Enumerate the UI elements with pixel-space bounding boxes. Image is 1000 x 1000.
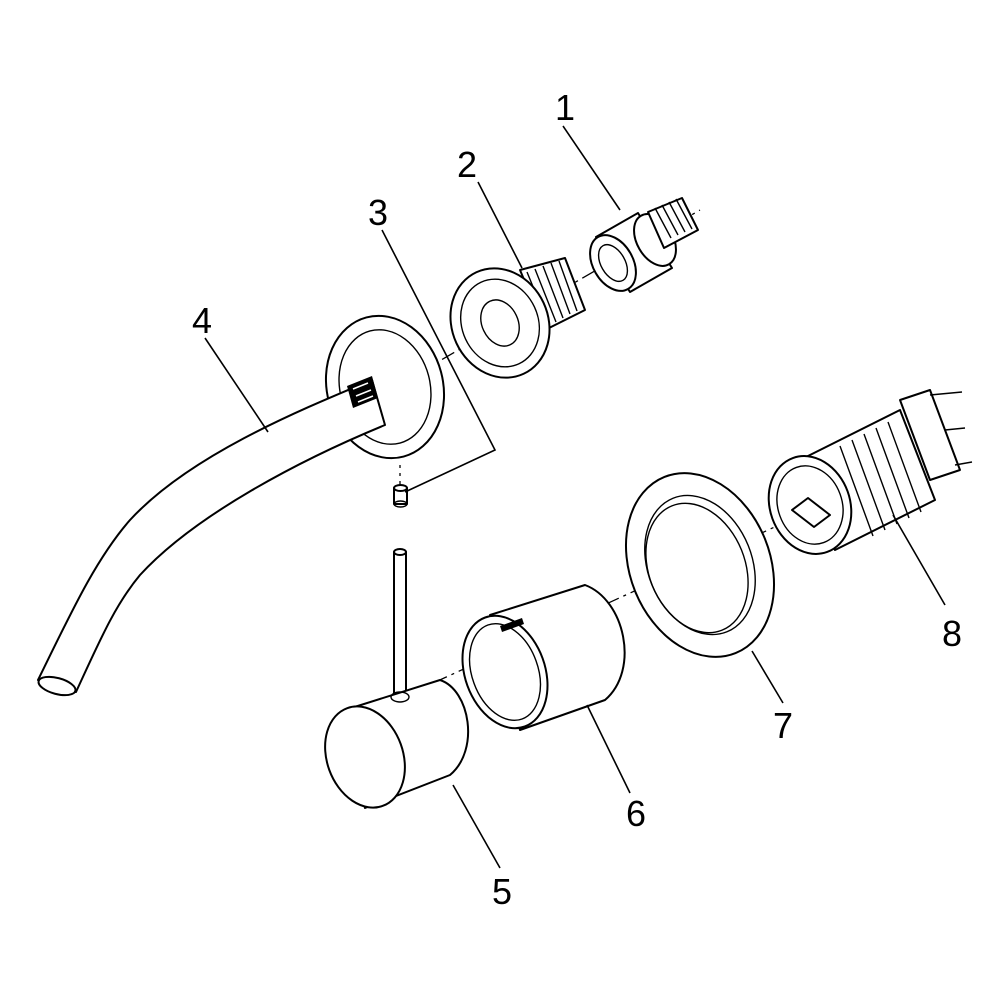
part-1-threaded-adapter xyxy=(589,197,699,293)
callout-1: 1 xyxy=(555,87,575,128)
callout-2: 2 xyxy=(457,144,477,185)
callout-5: 5 xyxy=(492,871,512,912)
part-2-flange-nipple xyxy=(449,257,586,379)
part-4-wall-spout xyxy=(37,314,446,697)
callout-6: 6 xyxy=(626,793,646,834)
part-5-lever-handle xyxy=(324,548,470,809)
callout-labels: 1 2 3 4 5 6 7 8 xyxy=(192,87,962,912)
callout-7: 7 xyxy=(773,705,793,746)
callout-4: 4 xyxy=(192,300,212,341)
callout-3: 3 xyxy=(368,192,388,233)
part-7-cover-ring xyxy=(624,472,776,658)
part-8-cartridge xyxy=(767,389,973,555)
part-6-sleeve xyxy=(461,584,626,731)
leader-lines xyxy=(204,125,946,869)
callout-8: 8 xyxy=(942,613,962,654)
part-3-grub-screw xyxy=(393,484,408,508)
